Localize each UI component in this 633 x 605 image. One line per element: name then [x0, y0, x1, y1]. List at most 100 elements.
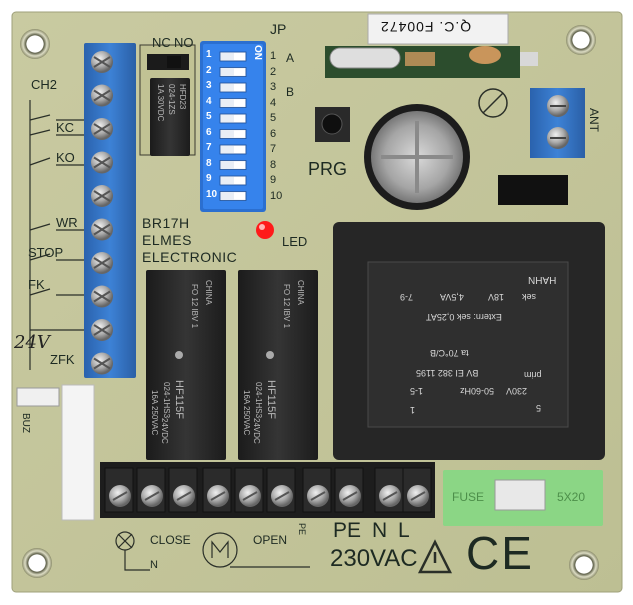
terminal-label-kc: KC	[56, 120, 75, 135]
dip-number: 6	[206, 126, 212, 138]
led-label: LED	[282, 234, 308, 249]
dip-switch-toggle[interactable]	[219, 113, 247, 124]
white-connector	[61, 384, 95, 521]
small-relay-text: 024-1ZS	[167, 84, 176, 115]
terminal-screw	[91, 319, 113, 341]
ant-label: ANT	[587, 108, 601, 132]
handwritten-voltage: 24V	[14, 332, 50, 353]
terminal-screw	[266, 467, 296, 513]
jp-number: 5	[270, 112, 277, 124]
ce-mark: CE	[466, 527, 534, 579]
mounting-hole	[22, 548, 52, 578]
n-label: N	[372, 519, 388, 542]
dip-switch-toggle[interactable]	[219, 82, 247, 93]
terminal-screw	[202, 467, 232, 513]
terminal-screw	[91, 252, 113, 274]
crystal	[329, 47, 401, 69]
mounting-hole	[566, 25, 596, 55]
buz-label: BUZ	[20, 413, 31, 433]
dip-switch-toggle[interactable]	[219, 175, 247, 186]
relay-brand-text: HF115F	[173, 380, 185, 419]
jp-a-label: A	[286, 51, 295, 65]
prg-button	[321, 113, 343, 135]
open-label: OPEN	[253, 533, 288, 547]
terminal-screw	[91, 118, 113, 140]
terminal-screw	[91, 151, 113, 174]
transformer-18v: 18V	[488, 292, 505, 302]
jp-number: 6	[270, 127, 277, 140]
terminal-screw	[168, 467, 198, 513]
mounting-hole	[569, 550, 599, 580]
jp-number: 10	[270, 189, 283, 202]
pe-label: PE	[333, 519, 362, 542]
silkscreen-switch-symbols	[29, 100, 84, 370]
fuse-label: FUSE	[452, 490, 485, 504]
dip-switch-toggle[interactable]	[219, 160, 247, 170]
maker-label-2: ELECTRONIC	[142, 249, 238, 265]
dip-switch-toggle[interactable]	[219, 67, 247, 77]
jp-number: 9	[270, 174, 277, 186]
jp-number: 3	[270, 81, 277, 93]
qc-sticker-text: Q.C. F00472	[380, 19, 472, 35]
terminal-label-ko: KO	[56, 150, 75, 165]
fuse	[494, 479, 546, 511]
jp-number: 7	[270, 143, 277, 155]
relay-rating-text: 16A 250VAC	[242, 390, 251, 436]
transformer-brand: HAHN	[528, 274, 557, 285]
relay-model-text: 024-1HS3	[254, 382, 263, 419]
terminal-screw	[91, 352, 113, 375]
ceramic-capacitor	[469, 46, 501, 64]
silkscreen-motor-symbols	[115, 531, 453, 574]
transformer-230: 230V	[506, 386, 528, 396]
terminal-label-zfk: ZFK	[50, 352, 75, 367]
terminal-screw	[91, 285, 113, 308]
no-label: NO	[174, 35, 194, 50]
terminal-screw	[104, 467, 134, 513]
terminal-label-fk: FK	[28, 277, 45, 292]
dip-switch-toggle[interactable]	[219, 51, 247, 62]
transformer-pin5: 5	[536, 403, 542, 413]
transformer-ta-line: ta 70°C/B	[430, 348, 469, 358]
transformer-7-9: 7-9	[400, 292, 414, 302]
fuse-size-label: 5X20	[557, 490, 586, 504]
jp-number: 4	[270, 96, 277, 109]
prg-label: PRG	[308, 159, 348, 179]
terminal-screw	[91, 84, 113, 107]
terminal-screw	[91, 218, 113, 241]
dip-number: 3	[206, 80, 212, 91]
terminal-screw	[334, 467, 364, 513]
terminal-screw	[402, 467, 432, 513]
dip-number: 1	[206, 49, 212, 60]
dip-number: 8	[206, 157, 212, 169]
transformer-fuse-line: Extern: sek 0,25AT	[426, 312, 502, 322]
dip-switch-toggle[interactable]	[219, 191, 247, 201]
dip-switch-toggle[interactable]	[219, 129, 247, 139]
small-relay-text: HFD23	[178, 84, 187, 110]
led	[256, 221, 274, 239]
terminal-screw	[91, 51, 113, 73]
relay-coil-text: 24VDC	[160, 418, 169, 444]
transformer-prim: prim	[524, 370, 542, 380]
power-relay-2	[238, 270, 318, 460]
relay-rating-text: 16A 250VAC	[150, 390, 159, 436]
n-small-label: N	[150, 559, 158, 571]
mains-label: 230VAC	[330, 545, 418, 572]
dip-switch-toggle[interactable]	[219, 144, 247, 155]
relay-brand-text: HF115F	[265, 380, 277, 419]
dip-number: 10	[206, 188, 218, 200]
jp-number: 8	[270, 158, 277, 171]
relay-line1-text: FO 12 IBV 1	[190, 284, 199, 329]
dip-switch-toggle[interactable]	[219, 98, 247, 108]
transformer-15: 1-5	[410, 386, 424, 396]
terminal-screw	[374, 467, 404, 513]
mounting-hole	[20, 29, 50, 59]
dip-on-label: ON	[252, 45, 263, 60]
terminal-screw	[136, 467, 166, 513]
dip-number: 2	[206, 64, 212, 76]
dip-number: 9	[206, 173, 212, 184]
relay-line1-text: FO 12 IBV 1	[282, 284, 291, 329]
terminal-screw	[302, 467, 332, 513]
power-relay-1	[146, 270, 226, 460]
